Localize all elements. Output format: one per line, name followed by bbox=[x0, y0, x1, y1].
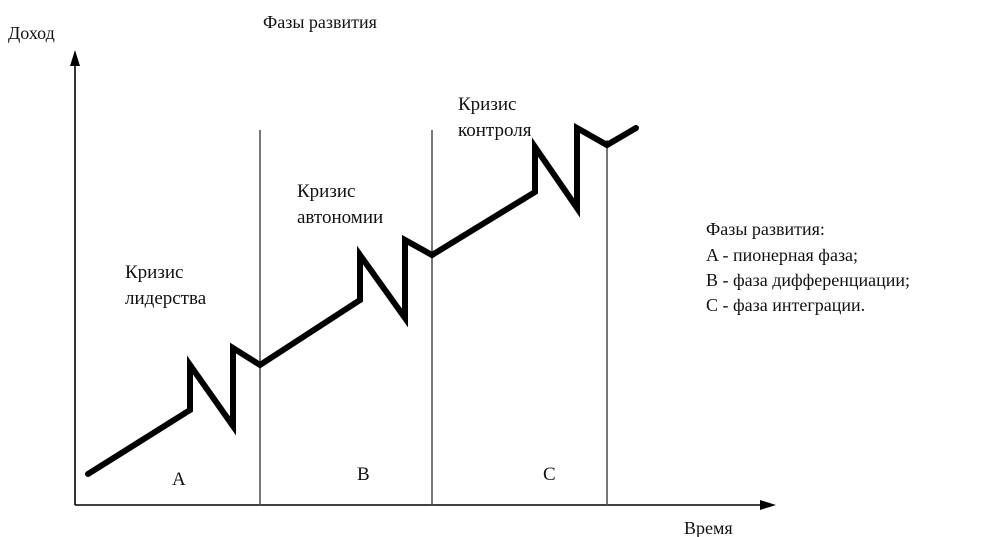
x-axis-label: Время bbox=[684, 518, 733, 537]
growth-curve bbox=[85, 122, 639, 477]
legend-item-c: C - фаза интеграции. bbox=[706, 295, 865, 315]
crisis-leadership-line1: Кризис bbox=[125, 262, 183, 283]
crisis-autonomy-line2: автономии bbox=[297, 207, 383, 228]
phase-label-c: C bbox=[543, 464, 556, 485]
crisis-leadership-line2: лидерства bbox=[125, 288, 207, 309]
legend-heading: Фазы развития: bbox=[706, 219, 825, 239]
legend-item-b: B - фаза дифференциации; bbox=[706, 270, 910, 290]
phase-label-a: A bbox=[172, 469, 186, 490]
diagram-title: Фазы развития bbox=[263, 12, 377, 32]
crisis-autonomy-line1: Кризис bbox=[297, 181, 355, 202]
crisis-control-line2: контроля bbox=[458, 120, 532, 141]
y-axis-arrowhead bbox=[70, 50, 80, 66]
x-axis-arrowhead bbox=[760, 500, 776, 510]
phase-label-b: B bbox=[357, 464, 370, 485]
y-axis-label: Доход bbox=[8, 23, 55, 43]
crisis-control-line1: Кризис bbox=[458, 94, 516, 115]
legend-item-a: A - пионерная фаза; bbox=[706, 245, 858, 265]
